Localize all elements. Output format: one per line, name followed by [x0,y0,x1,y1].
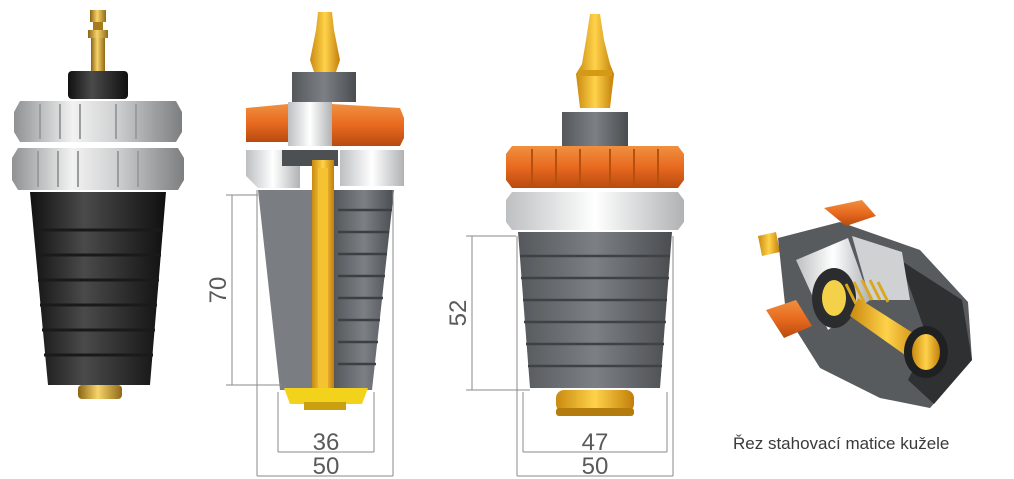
side-view [506,14,684,416]
cutaway-caption: Řez stahovací matice kužele [733,434,950,453]
section-view [246,12,404,410]
dim-side-outer-width: 50 [582,453,609,479]
dimension-lines [226,190,674,477]
cutaway-view [758,200,972,408]
plug-photo [12,10,184,399]
dim-section-inner-width: 36 [313,429,340,456]
dim-section-outer-width: 50 [313,453,340,479]
dim-section-height: 70 [205,277,232,304]
dim-side-inner-width: 47 [582,429,609,456]
dim-side-height: 52 [445,300,472,327]
